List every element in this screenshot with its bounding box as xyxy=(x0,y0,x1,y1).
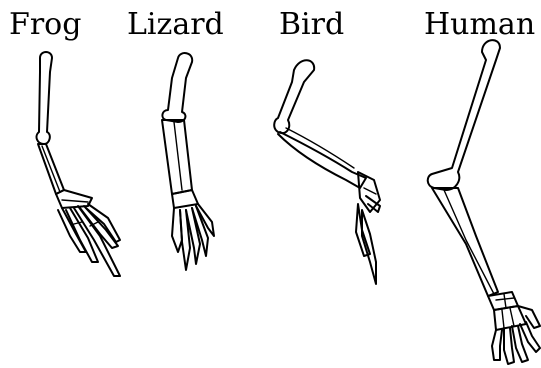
human-humerus xyxy=(428,40,500,190)
lizard-carpals xyxy=(172,190,198,208)
bird-digit-2 xyxy=(362,210,376,284)
frog-radio-ulna-line xyxy=(42,146,60,192)
lizard-humerus xyxy=(162,53,192,122)
frog-digit-1 xyxy=(58,208,86,252)
bird-radius-ulna xyxy=(278,132,366,188)
frog-humerus xyxy=(37,52,52,144)
frog-carpals xyxy=(56,190,92,208)
human-forelimb xyxy=(428,40,540,364)
human-finger-1 xyxy=(492,330,502,360)
human-radius xyxy=(444,190,494,294)
frog-forelimb xyxy=(37,52,120,276)
human-finger-3 xyxy=(512,326,528,362)
bird-forelimb xyxy=(274,60,380,284)
lizard-forelimb xyxy=(162,53,214,270)
bird-humerus xyxy=(274,60,314,133)
bird-radius xyxy=(286,128,354,168)
lizard-radius-ulna xyxy=(162,120,192,194)
human-radius-ulna xyxy=(432,188,498,296)
